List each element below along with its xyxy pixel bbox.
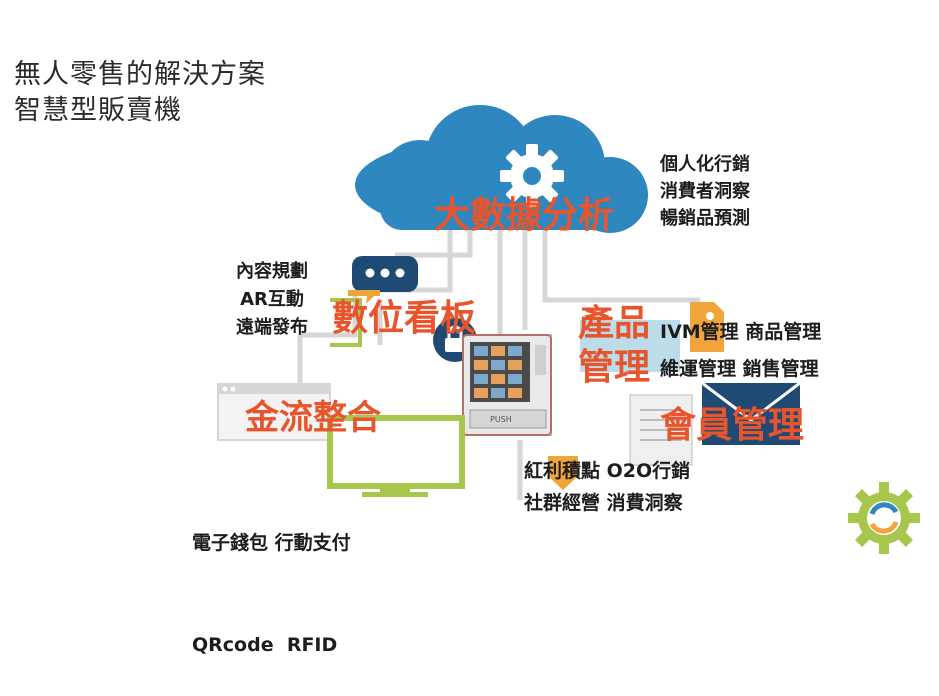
connector-lines xyxy=(297,225,700,500)
browser-window-icon xyxy=(217,383,331,441)
page-title-line1: 無人零售的解決方案 xyxy=(14,59,266,90)
product-items: IVM管理 商品管理 維運管理 銷售管理 xyxy=(660,314,821,388)
signage-label: 數位看板 xyxy=(332,298,477,339)
green-connector xyxy=(330,298,362,347)
product-row: IVM管理 商品管理 xyxy=(660,321,822,343)
envelope-icon xyxy=(701,381,801,445)
document-icon xyxy=(629,394,693,466)
signage-item: 遠端發布 xyxy=(236,317,308,338)
diagram-graphics xyxy=(217,105,920,554)
big-data-label: 大數據分析 xyxy=(434,195,615,236)
monitor-icon xyxy=(327,415,465,497)
payment-label: 金流整合 xyxy=(245,398,381,438)
member-row: 社群經營 消費洞察 xyxy=(524,492,683,514)
product-label: 產品 管理 xyxy=(578,302,650,390)
signage-items: 內容規劃 AR互動 遠端發布 xyxy=(227,258,317,342)
vending-machine-icon xyxy=(462,334,552,436)
payment-row: 電子錢包 行動支付 xyxy=(192,532,351,554)
big-data-item: 個人化行銷 xyxy=(660,154,750,175)
big-data-item: 消費者洞察 xyxy=(660,181,750,202)
big-data-items: 個人化行銷 消費者洞察 暢銷品預測 xyxy=(660,151,750,232)
member-row: 紅利積點 O2O行銷 xyxy=(524,460,691,482)
big-data-item: 暢銷品預測 xyxy=(660,208,750,229)
member-items: 紅利積點 O2O行銷 社群經營 消費洞察 xyxy=(524,455,690,519)
product-label-line1: 產品 xyxy=(578,303,651,344)
badge-icon xyxy=(548,456,578,490)
page-title-line2: 智慧型販賣機 xyxy=(14,95,182,126)
payment-row: QRcode RFID xyxy=(192,634,338,656)
logo-gear-icon xyxy=(848,482,920,554)
member-label: 會員管理 xyxy=(660,405,805,446)
gear-icon xyxy=(500,144,564,208)
signage-item: AR互動 xyxy=(240,289,304,310)
product-row: 維運管理 銷售管理 xyxy=(660,358,819,380)
tag-icon xyxy=(580,302,724,372)
push-label: PUSH xyxy=(490,415,512,424)
payment-items: 電子錢包 行動支付 QRcode RFID xyxy=(192,458,351,696)
product-label-line2: 管理 xyxy=(578,347,651,388)
signage-item: 內容規劃 xyxy=(236,261,308,282)
chat-bubble-icon xyxy=(348,256,418,304)
